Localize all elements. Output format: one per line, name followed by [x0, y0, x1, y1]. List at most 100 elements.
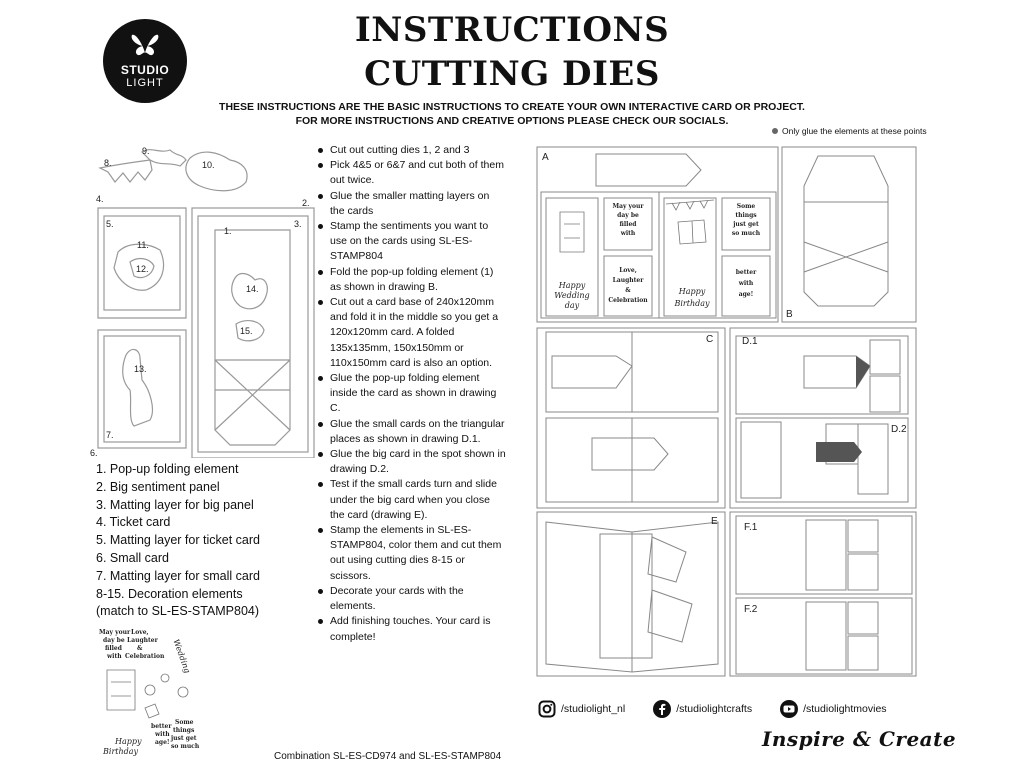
- step-item: Test if the small cards turn and slide u…: [316, 477, 506, 523]
- step-item: Pick 4&5 or 6&7 and cut both of them out…: [316, 158, 506, 188]
- die-5-outline: [103, 215, 181, 311]
- facebook-icon: [653, 700, 672, 718]
- die-13-outline: [122, 348, 154, 427]
- panel-b-frame: [781, 146, 917, 323]
- panel-label-f1: F.1: [744, 522, 758, 533]
- stamp-text: filled: [105, 645, 123, 652]
- die-label-1: 1.: [224, 226, 232, 236]
- triangle-placement-marker: [856, 356, 870, 388]
- part-item: (match to SL-ES-STAMP804): [96, 604, 260, 619]
- instagram-icon: [538, 700, 556, 718]
- card-text: Love,: [619, 267, 637, 274]
- die-label-10: 10.: [202, 160, 215, 170]
- social-facebook[interactable]: /studiolightcrafts: [653, 700, 752, 718]
- card-text: Some: [737, 203, 756, 210]
- die-label-3: 3.: [294, 219, 302, 229]
- card-text: Laughter: [613, 277, 645, 284]
- die-10-outline: [185, 151, 248, 192]
- die-12-outline: [129, 257, 155, 279]
- die-label-14: 14.: [246, 284, 259, 294]
- die-4-outline: [97, 207, 187, 319]
- panel-a-frame: [536, 146, 779, 323]
- title-line2: CUTTING DIES: [364, 54, 660, 94]
- panel-d-frame: [729, 327, 917, 509]
- panel-label-d1: D.1: [742, 336, 758, 347]
- youtube-handle: /studiolightmovies: [803, 703, 887, 715]
- brand-line1: STUDIO: [120, 63, 170, 77]
- stamp-text: so much: [171, 743, 200, 750]
- glue-dot-icon: [772, 128, 778, 134]
- social-instagram[interactable]: /studiolight_nl: [538, 700, 625, 718]
- card-text: Wedding: [554, 291, 589, 300]
- card-text: age!: [739, 291, 754, 298]
- stamp-text: with: [154, 731, 170, 738]
- parts-list: 1. Pop-up folding element 2. Big sentime…: [96, 461, 306, 621]
- panel-label-d2: D.2: [891, 424, 907, 435]
- social-links: /studiolight_nl /studiolightcrafts /stud…: [538, 700, 928, 718]
- stamp-text: Love,: [131, 629, 149, 636]
- part-item: 1. Pop-up folding element: [96, 462, 239, 476]
- die-9-outline: [141, 149, 187, 167]
- panel-e-frame: [536, 511, 726, 677]
- tagline: Inspire & Create: [762, 727, 957, 751]
- step-item: Cut out a card base of 240x120mm and fol…: [316, 295, 506, 371]
- step-item: Glue the smaller matting layers on the c…: [316, 189, 506, 219]
- facebook-handle: /studiolightcrafts: [676, 703, 753, 715]
- die-label-13: 13.: [134, 364, 147, 374]
- card-text: just get: [732, 221, 759, 228]
- die-label-2: 2.: [302, 198, 310, 208]
- stamp-text: &: [137, 645, 143, 652]
- stamp-text: things: [173, 727, 195, 734]
- assembly-drawings: A B C D.1 D.2 E F.1 F.2 May your day be …: [536, 146, 917, 677]
- die-label-4: 4.: [96, 194, 104, 204]
- card-text: day be: [617, 212, 639, 219]
- subtitle-line1: THESE INSTRUCTIONS ARE THE BASIC INSTRUC…: [219, 101, 805, 113]
- stamp-text: age!: [155, 739, 170, 746]
- card-text: so much: [732, 230, 761, 237]
- step-item: Fold the pop-up folding element (1) as s…: [316, 265, 506, 295]
- step-item: Stamp the elements in SL-ES-STAMP804, co…: [316, 523, 506, 584]
- instagram-handle: /studiolight_nl: [561, 703, 626, 715]
- die-label-8: 8.: [104, 158, 112, 168]
- page-subtitle: THESE INSTRUCTIONS ARE THE BASIC INSTRUC…: [200, 100, 824, 128]
- glue-note: Only glue the elements at these points: [772, 126, 927, 136]
- youtube-icon: [780, 700, 799, 718]
- cake-illustration: [559, 211, 585, 253]
- panel-label-a: A: [542, 152, 549, 163]
- card-text: Happy: [558, 281, 586, 290]
- stamp-text: just get: [170, 735, 197, 742]
- card-text: Celebration: [608, 297, 648, 304]
- butterfly-icon: [131, 34, 159, 56]
- card-text: with: [620, 230, 636, 237]
- die-7-outline: [103, 335, 181, 443]
- part-item: 5. Matting layer for ticket card: [96, 533, 260, 548]
- die-3-outline: [191, 207, 315, 458]
- part-item: 8-15. Decoration elements: [96, 586, 243, 601]
- step-item: Add finishing touches. Your card is comp…: [316, 614, 506, 644]
- die-14-outline: [231, 272, 268, 310]
- stamp-text: Wedding: [171, 638, 192, 674]
- social-youtube[interactable]: /studiolightmovies: [780, 700, 887, 718]
- die-outlines-drawing: 8. 9. 10. 4. 5. 2. 3. 1. 11. 12. 13. 14.…: [90, 146, 315, 458]
- stamp-text: May your: [99, 629, 131, 636]
- brand-line2: LIGHT: [126, 77, 164, 89]
- part-item: 3. Matting layer for big panel: [96, 497, 254, 512]
- die-label-9: 9.: [142, 146, 150, 156]
- title-line1: INSTRUCTIONS: [354, 10, 670, 50]
- card-text: filled: [620, 221, 638, 228]
- die-label-7: 7.: [106, 430, 114, 440]
- subtitle-line2: FOR MORE INSTRUCTIONS AND CREATIVE OPTIO…: [295, 115, 729, 127]
- stamp-text: Laughter: [127, 637, 159, 644]
- die-15-outline: [235, 320, 265, 342]
- stamp-text: day be: [103, 637, 125, 644]
- card-text: better: [736, 269, 757, 276]
- gift-illustration: [677, 219, 707, 245]
- step-item: Stamp the sentiments you want to use on …: [316, 219, 506, 265]
- stamp-sheet-preview: May your day be filled with Love, Laught…: [99, 629, 200, 756]
- panel-label-c: C: [706, 334, 713, 345]
- popup-folded-shape: [803, 155, 889, 307]
- stamp-text: Some: [175, 719, 194, 726]
- card-text: May your: [612, 203, 644, 210]
- stamp-text: with: [106, 653, 122, 660]
- stamp-text: Celebration: [125, 653, 165, 660]
